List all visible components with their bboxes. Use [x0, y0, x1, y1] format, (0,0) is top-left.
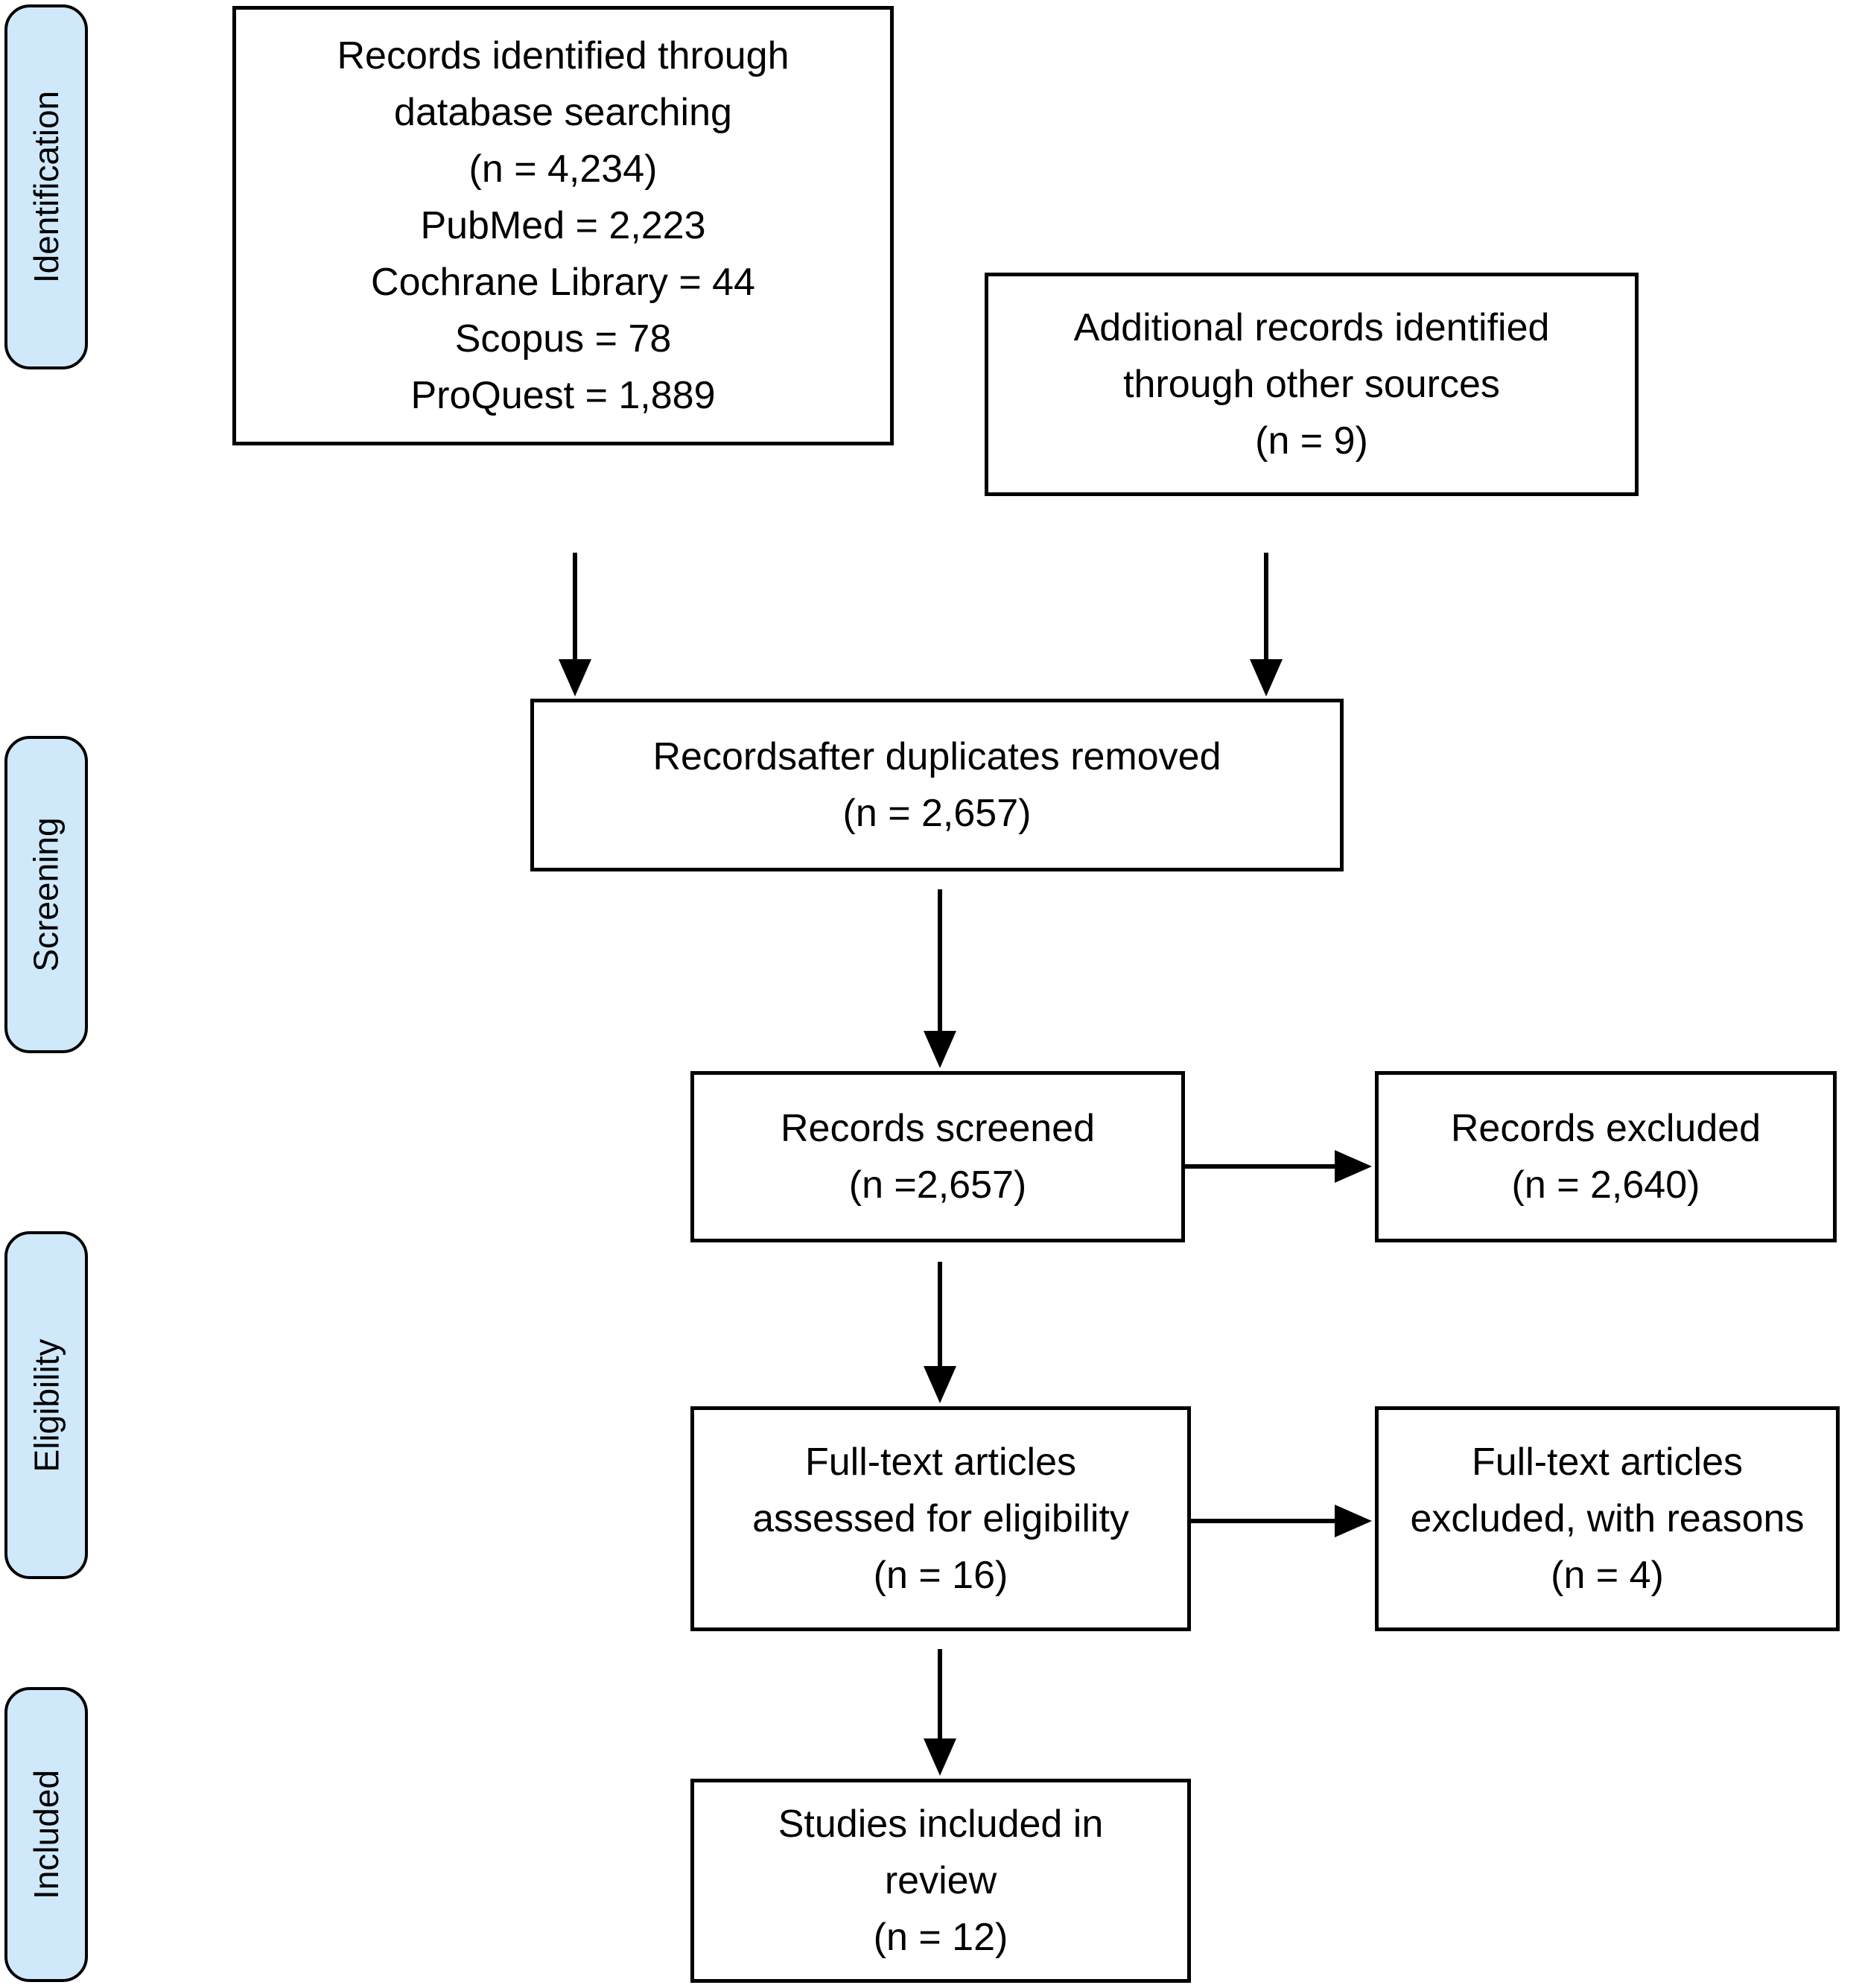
box-records-identified-line-2: database searching: [394, 91, 732, 134]
arrow-duplicates-to-screened: [924, 889, 956, 1068]
box-fulltext-assessed-line-1: Full-text articles: [804, 1441, 1077, 1484]
box-fulltext-excluded-line-2: excluded, with reasons: [1410, 1497, 1805, 1540]
arrowhead-down-icon: [924, 1738, 956, 1776]
stage-label-identification-text: Identification: [27, 90, 66, 284]
box-records-excluded-count: (n = 2,640): [1511, 1163, 1700, 1207]
box-records-screened: Records screened (n =2,657): [690, 1071, 1185, 1242]
arrow-other-sources-to-duplicates: [1250, 553, 1283, 696]
arrow-fulltext-to-excluded: [1191, 1505, 1372, 1537]
box-additional-records: Additional records identified through ot…: [985, 273, 1639, 496]
arrowhead-down-icon: [1250, 659, 1283, 696]
box-studies-included-line-1: Studies included in: [778, 1803, 1104, 1846]
stage-label-screening-text: Screening: [27, 817, 66, 972]
box-records-excluded: Records excluded (n = 2,640): [1375, 1071, 1837, 1242]
arrowhead-right-icon: [1335, 1505, 1372, 1537]
arrowhead-down-icon: [924, 1366, 956, 1403]
stage-label-eligibility-text: Eligibility: [27, 1338, 66, 1472]
box-studies-included-count: (n = 12): [873, 1916, 1008, 1959]
arrowhead-down-icon: [559, 659, 591, 696]
box-records-identified-pubmed: PubMed = 2,223: [420, 204, 706, 247]
box-records-identified-cochrane: Cochrane Library = 44: [371, 261, 755, 304]
stage-label-eligibility: Eligibility: [4, 1231, 88, 1579]
box-records-identified-line-1: Records identified through: [337, 34, 789, 77]
box-fulltext-excluded-line-1: Full-text articles: [1471, 1441, 1744, 1484]
box-fulltext-excluded: Full-text articles excluded, with reason…: [1375, 1406, 1840, 1631]
arrow-shaft: [1191, 1519, 1336, 1523]
arrow-shaft: [938, 889, 942, 1032]
arrowhead-down-icon: [924, 1031, 956, 1068]
arrow-shaft: [1185, 1164, 1336, 1169]
box-records-identified-scopus: Scopus = 78: [454, 317, 672, 361]
stage-label-screening: Screening: [4, 736, 88, 1053]
box-fulltext-assessed: Full-text articles assessed for eligibil…: [690, 1406, 1191, 1631]
box-fulltext-assessed-line-2: assessed for eligibility: [752, 1497, 1129, 1540]
box-additional-records-line-2: through other sources: [1123, 363, 1500, 406]
stage-label-included: Included: [4, 1687, 88, 1982]
box-fulltext-assessed-count: (n = 16): [873, 1554, 1008, 1597]
arrow-fulltext-to-included: [924, 1649, 956, 1776]
box-duplicates-removed: Recordsafter duplicates removed (n = 2,6…: [530, 699, 1344, 871]
box-duplicates-removed-line-1: Recordsafter duplicates removed: [652, 735, 1221, 778]
box-records-identified-count: (n = 4,234): [468, 147, 658, 191]
box-records-screened-line-1: Records screened: [781, 1107, 1095, 1150]
box-records-identified: Records identified through database sear…: [232, 6, 894, 445]
box-records-excluded-line-1: Records excluded: [1450, 1107, 1761, 1150]
arrow-database-to-duplicates: [559, 553, 591, 696]
arrow-shaft: [1264, 553, 1268, 661]
box-additional-records-line-1: Additional records identified: [1073, 306, 1550, 349]
box-studies-included: Studies included in review (n = 12): [690, 1779, 1191, 1983]
box-records-screened-count: (n =2,657): [848, 1163, 1027, 1207]
arrow-shaft: [938, 1262, 942, 1368]
box-duplicates-removed-count: (n = 2,657): [842, 792, 1032, 835]
stage-label-included-text: Included: [27, 1770, 66, 1899]
box-studies-included-line-2: review: [884, 1859, 997, 1902]
box-additional-records-count: (n = 9): [1255, 419, 1368, 463]
arrow-screened-to-excluded: [1185, 1150, 1372, 1183]
arrowhead-right-icon: [1335, 1150, 1372, 1183]
arrow-screened-to-fulltext: [924, 1262, 956, 1403]
arrow-shaft: [938, 1649, 942, 1740]
arrow-shaft: [573, 553, 577, 661]
stage-label-identification: Identification: [4, 4, 88, 369]
box-records-identified-proquest: ProQuest = 1,889: [410, 374, 716, 417]
box-fulltext-excluded-count: (n = 4): [1551, 1554, 1664, 1597]
